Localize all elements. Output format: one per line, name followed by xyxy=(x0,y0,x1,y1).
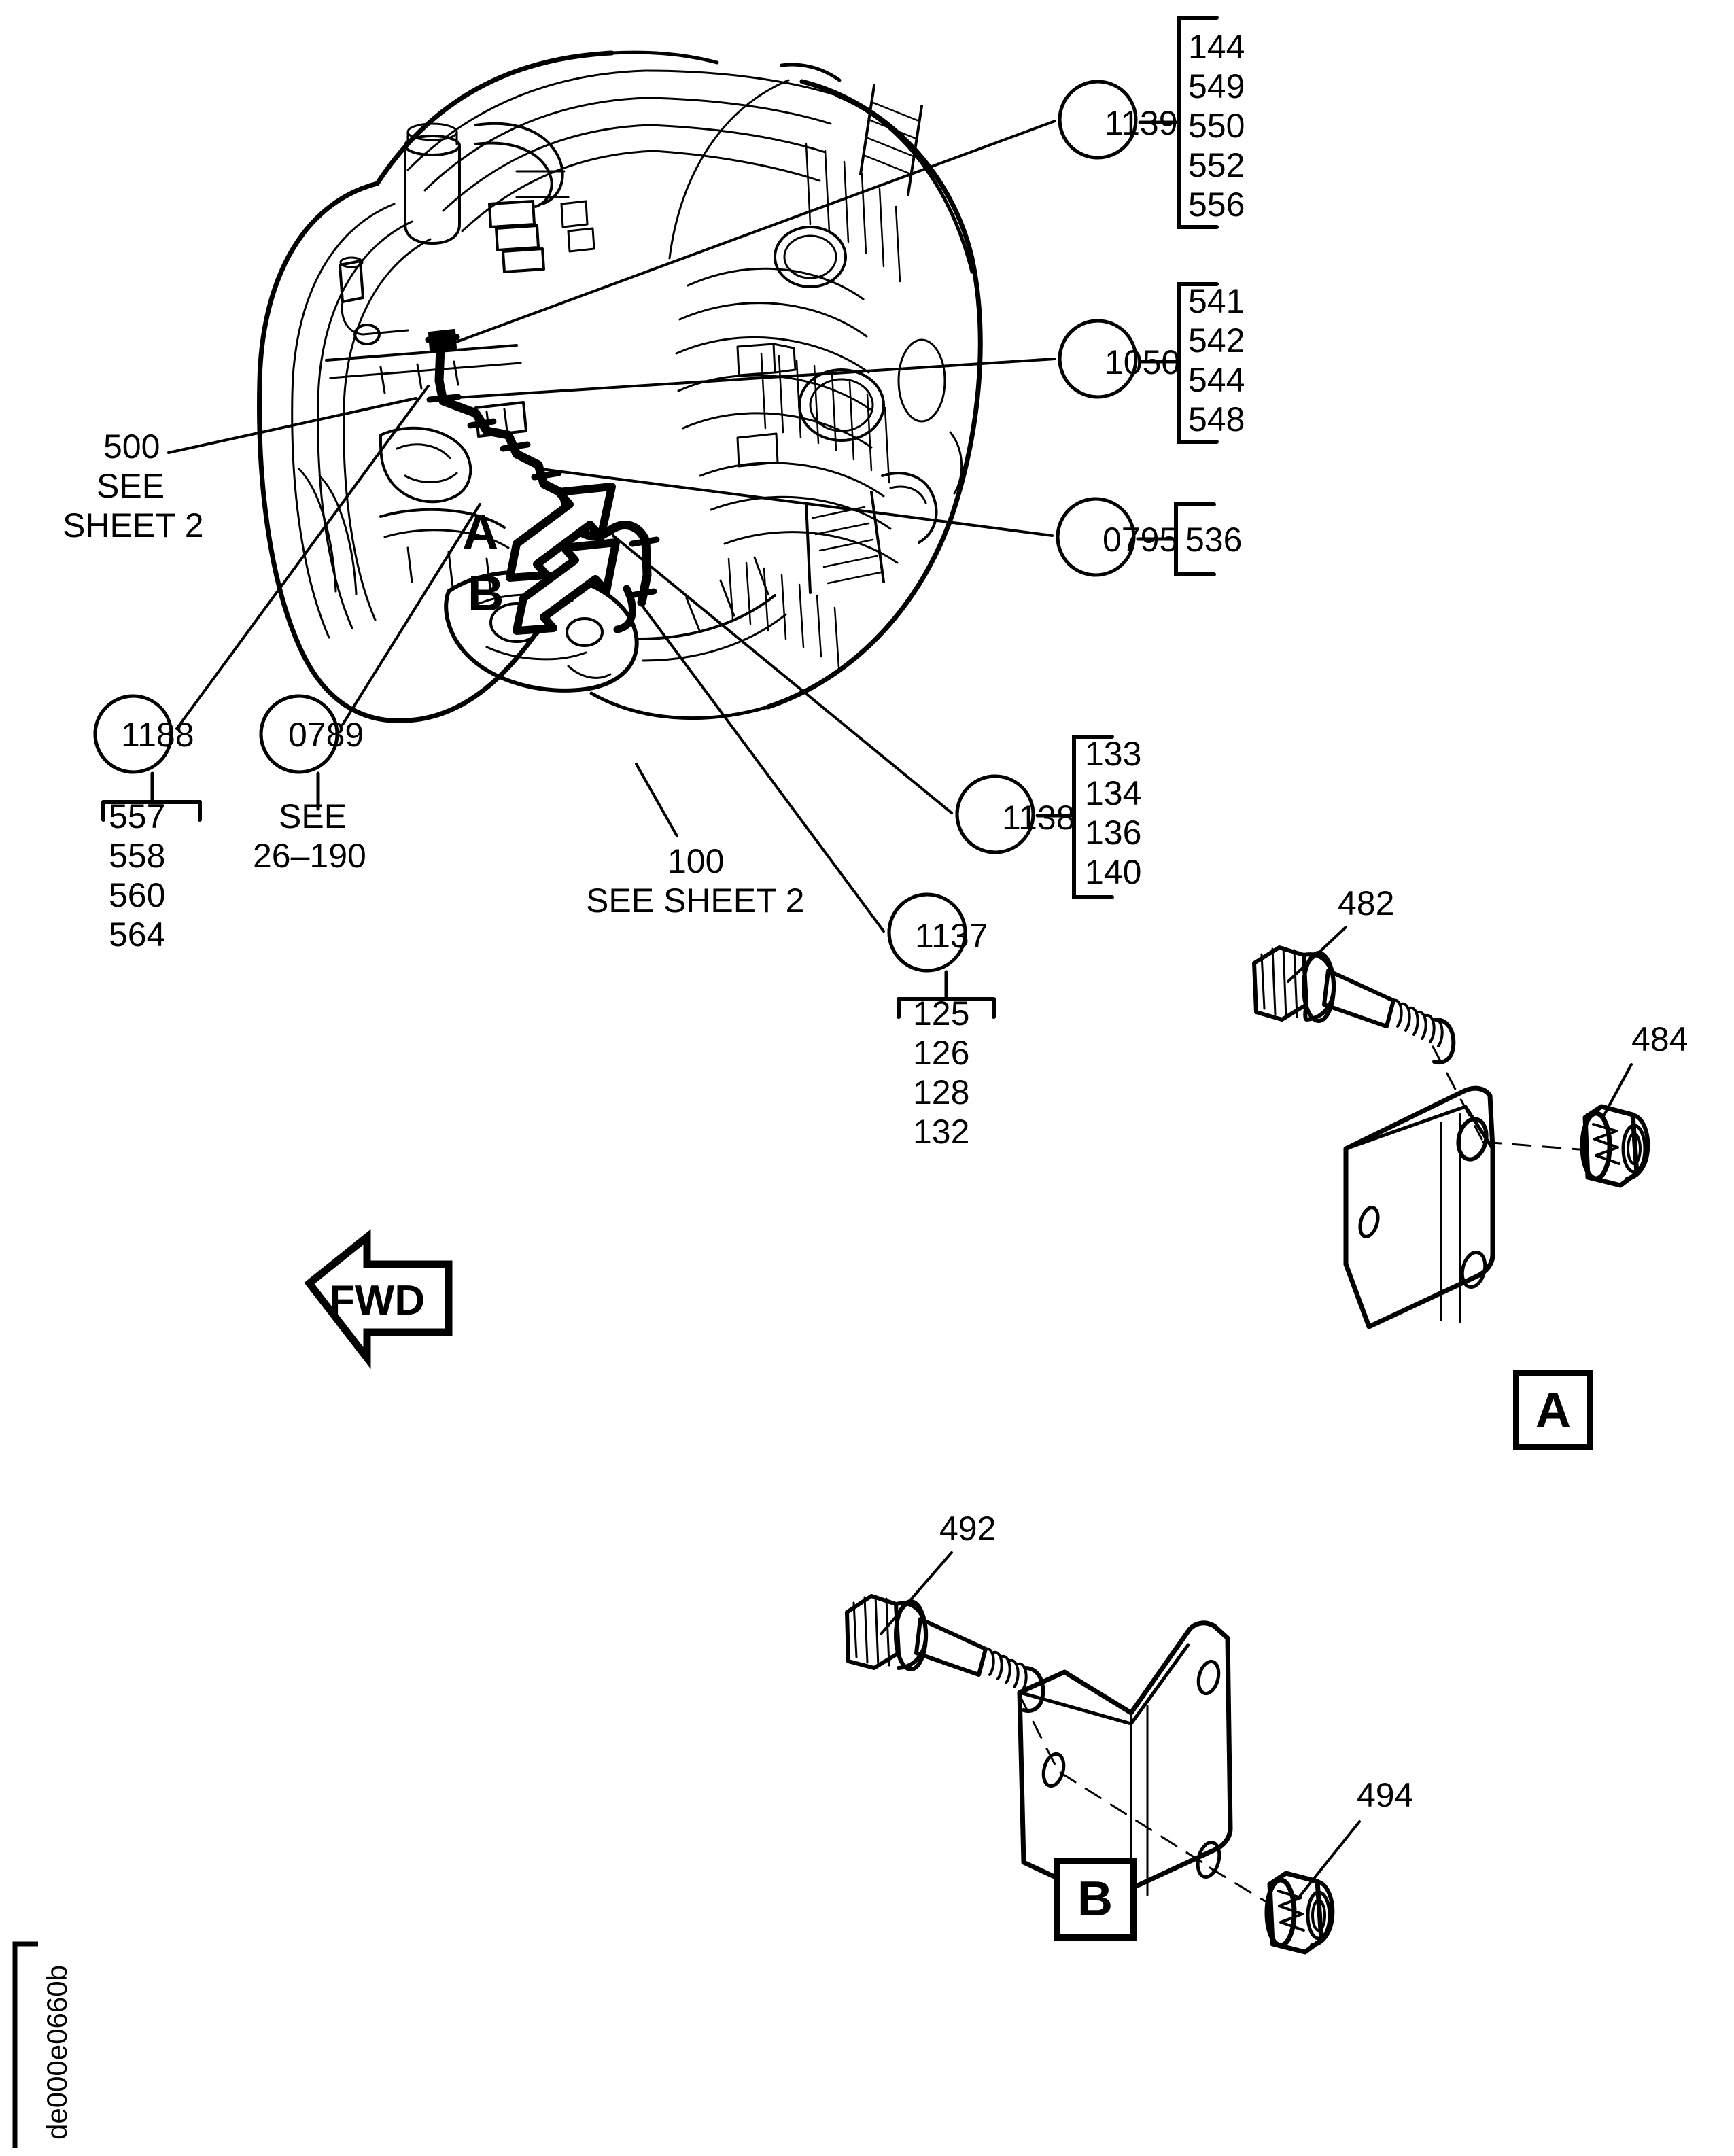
callout-ref-1188: 1188 xyxy=(121,716,194,754)
callout-ref-0789: 0789 xyxy=(288,716,364,754)
callout-ref-1139: 1139 xyxy=(1105,104,1178,142)
callout-item: 134 xyxy=(1085,774,1142,812)
callout-item: 541 xyxy=(1188,282,1245,320)
note-500-line3: SHEET 2 xyxy=(63,506,204,544)
callout-item: 128 xyxy=(913,1073,970,1111)
detail-a-part-ref-482: 482 xyxy=(1338,884,1395,922)
callout-item: 549 xyxy=(1188,67,1245,105)
callout-ref-1138: 1138 xyxy=(1002,799,1075,837)
callout-item: 125 xyxy=(913,994,970,1032)
callout-item: 556 xyxy=(1188,186,1245,224)
callout-bubble-1139 xyxy=(1058,80,1138,160)
callout-item: 560 xyxy=(109,876,166,914)
detail-b-part-ref-492: 492 xyxy=(939,1510,996,1548)
detail-title-box-a: A xyxy=(1513,1370,1593,1450)
callout-item: 552 xyxy=(1188,146,1245,184)
section-arrow-label-a: A xyxy=(462,504,499,560)
callout-item: 132 xyxy=(913,1113,970,1151)
callout-item: 542 xyxy=(1188,321,1245,360)
callout-bubble-1137 xyxy=(887,892,967,973)
callout-bubble-0795 xyxy=(1056,497,1136,577)
detail-b-part-ref-494: 494 xyxy=(1357,1776,1414,1814)
note-100-line2: SEE SHEET 2 xyxy=(586,882,805,920)
callout-item: 133 xyxy=(1085,735,1142,773)
section-arrow-label-b: B xyxy=(468,565,504,621)
callout-ref-1050: 1050 xyxy=(1105,343,1181,381)
drawing-id-stamp: de000e0660b xyxy=(41,1965,73,2140)
callout-item: 26–190 xyxy=(253,837,366,875)
note-500-line1: 500 xyxy=(103,428,160,466)
callout-bubble-1188 xyxy=(93,694,173,774)
callout-bubble-0789 xyxy=(259,694,339,774)
callout-item: 557 xyxy=(109,797,166,835)
callout-item: 136 xyxy=(1085,814,1142,852)
fwd-arrow-shape xyxy=(304,1229,453,1370)
callout-bubble-1050 xyxy=(1058,319,1138,399)
fwd-arrow-label: FWD xyxy=(329,1277,426,1324)
callout-item: 536 xyxy=(1185,521,1243,559)
callout-item: 544 xyxy=(1188,361,1245,399)
callout-item: 548 xyxy=(1188,400,1245,438)
detail-a-part-ref-484: 484 xyxy=(1631,1020,1688,1058)
callout-item: 550 xyxy=(1188,107,1245,145)
callout-bubble-1138 xyxy=(955,774,1035,854)
callout-item: 140 xyxy=(1085,853,1142,891)
callout-item: SEE xyxy=(279,797,347,835)
callout-item: 564 xyxy=(109,916,166,954)
note-100-line1: 100 xyxy=(667,842,725,880)
callout-item: 126 xyxy=(913,1034,970,1072)
detail-title-box-b: B xyxy=(1054,1858,1137,1941)
note-500-line2: SEE xyxy=(97,467,165,505)
callout-item: 558 xyxy=(109,837,166,875)
callout-ref-0795: 0795 xyxy=(1103,521,1179,559)
callout-ref-1137: 1137 xyxy=(915,917,988,955)
callout-item: 144 xyxy=(1188,28,1245,66)
